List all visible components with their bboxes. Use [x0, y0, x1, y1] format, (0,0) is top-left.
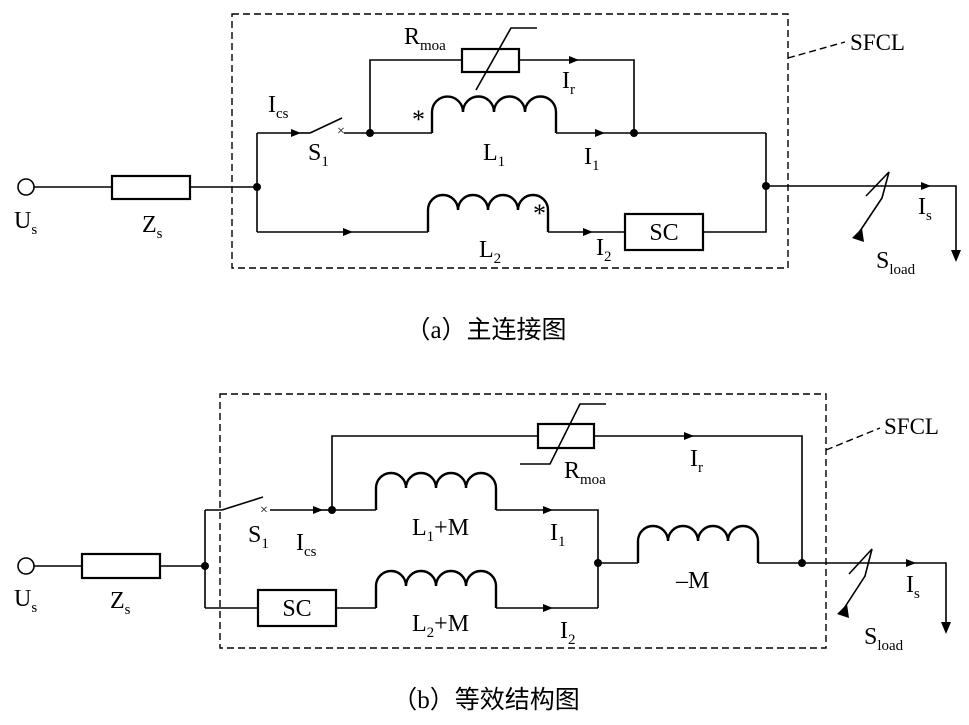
inductor-minus-m-b [636, 524, 760, 563]
l2-dot-mark-a: * [533, 199, 546, 228]
rmoa-varistor-slash-a [475, 27, 537, 91]
sc-label-a: SC [649, 220, 678, 246]
zs-impedance-a [110, 174, 192, 201]
i1-label-a: I1 [584, 144, 600, 174]
zs-impedance-b [80, 552, 162, 580]
node-rmoa-right-a [630, 129, 638, 137]
source-label-a: Us [14, 208, 37, 238]
s1-label-a: S1 [308, 140, 329, 170]
inductor-l1-a [430, 95, 558, 133]
caption-b: （b）等效结构图 [392, 686, 580, 714]
s1-label-b: S1 [248, 522, 269, 552]
switch-s1-b [221, 496, 264, 511]
i2-label-a: I2 [596, 235, 612, 265]
sfcl-boundary-a [231, 13, 789, 269]
i2-label-b: I2 [560, 618, 576, 648]
sfcl-label-a: SFCL [850, 30, 905, 55]
l1m-label-b: L1+M [412, 515, 469, 545]
l2m-label-b: L2+M [412, 611, 469, 641]
rmoa-varistor-slash-b [520, 403, 606, 465]
source-terminal-a [17, 178, 35, 196]
ics-label-a: Ics [268, 92, 289, 122]
sfcl-boundary-b [219, 393, 827, 649]
ics-label-b: Ics [296, 530, 317, 560]
zs-label-a: Zs [142, 212, 163, 242]
rmoa-varistor-a [460, 47, 521, 74]
is-label-b: Is [906, 572, 920, 602]
switch-s1-contact-a: × [337, 124, 345, 139]
sfcl-leader-a [787, 41, 846, 59]
ir-label-a: Ir [562, 68, 575, 98]
sc-box-b [256, 588, 338, 628]
caption-a: （a）主连接图 [405, 316, 566, 344]
inductor-l2m-b [374, 569, 498, 608]
ir-label-b: Ir [690, 446, 703, 476]
is-label-a: Is [918, 194, 932, 224]
minus-m-label-b: –M [675, 568, 709, 594]
sload-label-b: Sload [864, 624, 904, 654]
sfcl-label-b: SFCL [884, 414, 939, 439]
switch-s1-a [309, 117, 343, 134]
i1-label-b: I1 [550, 520, 566, 550]
fault-symbol-a [857, 171, 890, 235]
rmoa-label-b: Rmoa [564, 458, 606, 488]
inductor-l1m-b [374, 471, 498, 510]
rmoa-label-a: Rmoa [404, 24, 446, 54]
source-terminal-b [17, 557, 35, 575]
switch-s1-contact-b: × [260, 503, 268, 518]
diagram-a: SFCL Us Zs × Ics S1 Rmoa Ir * L1 [14, 13, 961, 344]
l1-label-a: L1 [483, 140, 505, 170]
sc-box-a [623, 212, 705, 252]
l1-dot-mark-a: * [412, 105, 425, 134]
sc-label-b: SC [282, 596, 311, 622]
l2-label-a: L2 [479, 237, 501, 267]
diagram-b: SFCL Us Zs × S1 Ics Rmoa Ir L1+M I1 [14, 393, 951, 714]
inductor-l2-a [426, 193, 550, 232]
fault-symbol-b [842, 548, 873, 611]
zs-label-b: Zs [110, 588, 131, 618]
sfcl-leader-b [825, 427, 881, 451]
sload-label-a: Sload [876, 248, 916, 278]
rmoa-varistor-b [536, 422, 596, 450]
source-label-b: Us [14, 586, 37, 616]
